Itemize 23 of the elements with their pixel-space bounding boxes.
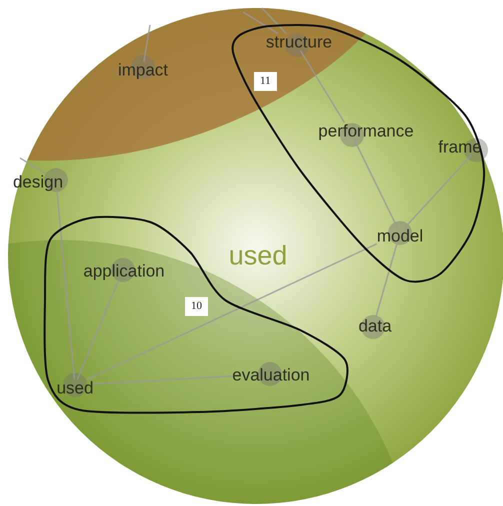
cluster-number: 11 [254,72,277,91]
keyword-label: structure [266,34,332,50]
keyword-label: evaluation [232,366,310,384]
connector-line [93,375,232,385]
topic-label: used [228,240,288,272]
connector-line [86,243,378,380]
keyword-label: performance [318,122,414,140]
connector-line [300,50,345,123]
connector-line [375,244,398,318]
connector-line [143,24,151,62]
keyword-label: used [56,380,94,396]
connector-line [354,139,398,228]
connector-line [76,279,120,380]
keyword-label: application [83,262,165,280]
connector-line [404,155,472,228]
keyword-label: data [358,318,392,334]
keyword-label: impact [118,62,168,78]
connector-line [242,11,279,34]
keyword-label: model [376,228,424,244]
cluster-number: 10 [185,297,208,316]
connector-line [261,7,287,34]
connector-line [20,157,46,174]
connector-line [56,190,76,380]
